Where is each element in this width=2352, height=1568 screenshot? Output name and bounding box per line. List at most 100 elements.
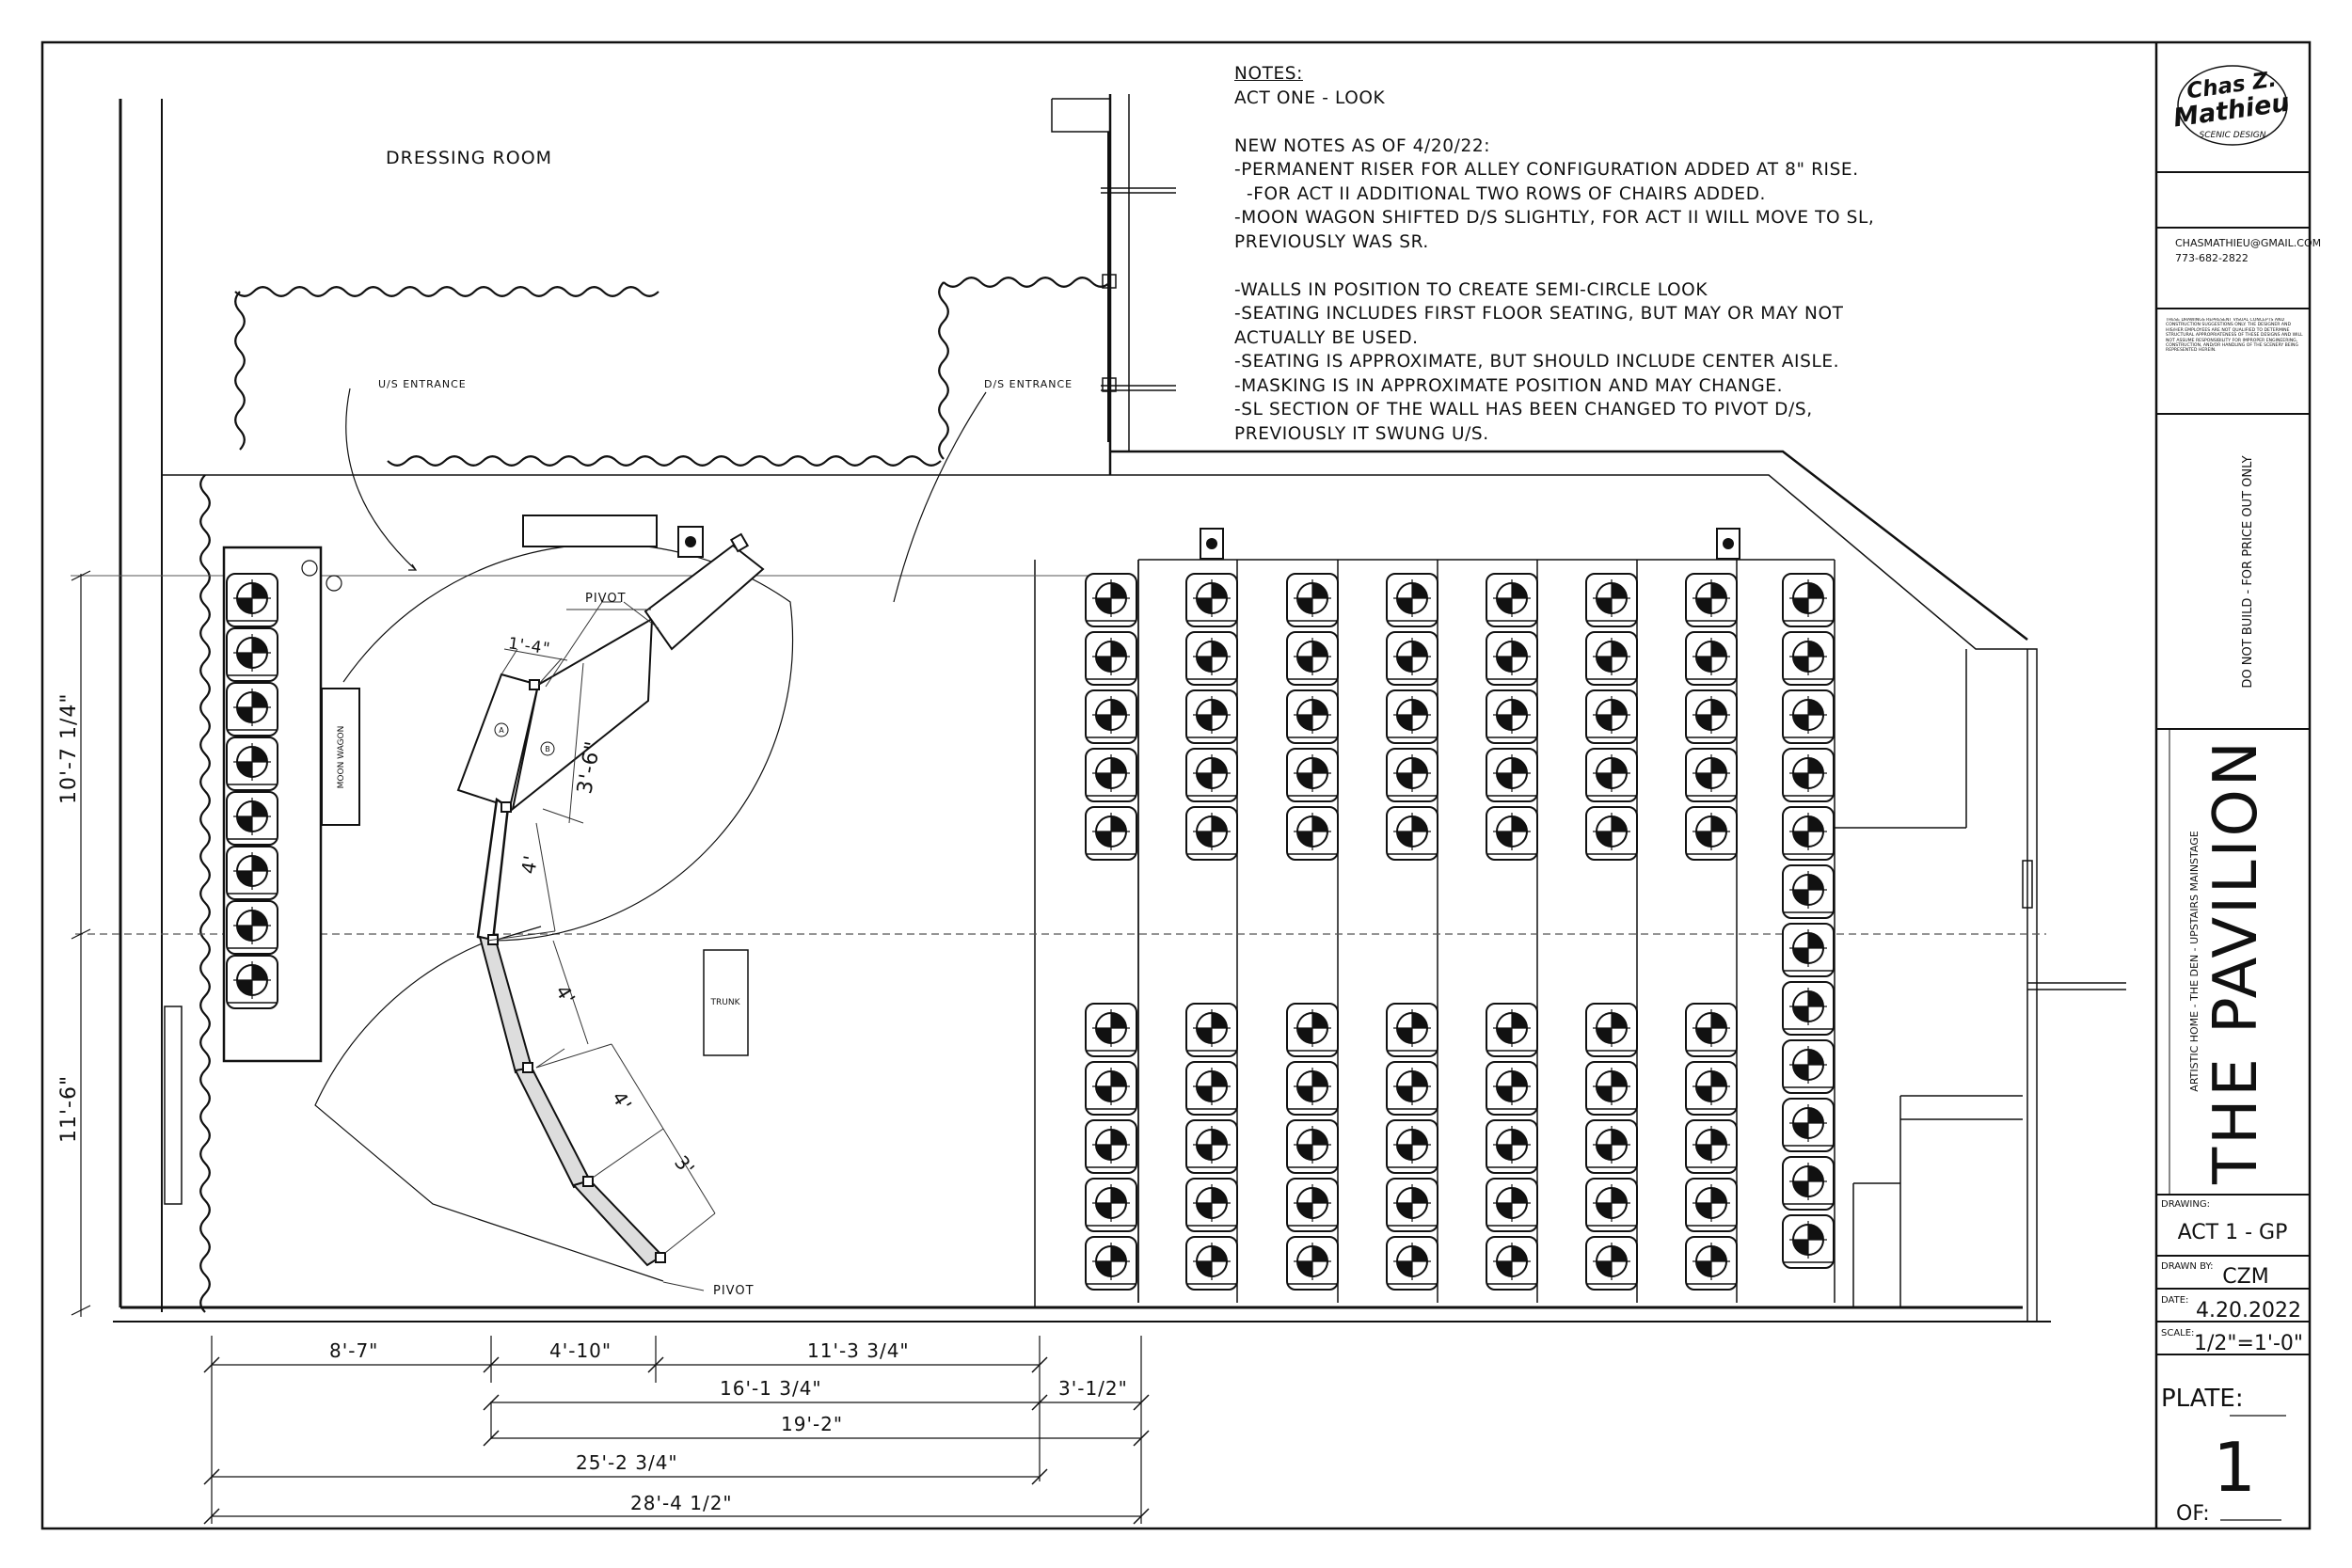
notes-line — [1234, 110, 1874, 135]
seat-upper-c7-r0 — [1782, 573, 1835, 627]
seat-upper-c3-r4 — [1386, 806, 1438, 861]
seat-lower-c1-r4 — [1185, 1236, 1238, 1291]
scale-value: 1/2"=1'-0" — [2194, 1332, 2303, 1355]
seat-lower-c0-r4 — [1085, 1236, 1137, 1291]
date-value: 4.20.2022 — [2196, 1299, 2301, 1323]
wall-swing-arcs — [314, 388, 987, 1282]
seat-left-2 — [226, 682, 278, 736]
masking-curtain-3 — [938, 281, 949, 460]
speaker-right — [1716, 528, 1740, 560]
dim-25-2: 25'-2 3/4" — [576, 1451, 678, 1474]
seat-upper-c7-r3 — [1782, 748, 1835, 802]
seat-lower-c3-r2 — [1386, 1119, 1438, 1174]
seat-upper-c0-r0 — [1085, 573, 1137, 627]
platform-upstage — [522, 515, 658, 547]
dim-19-2: 19'-2" — [781, 1413, 843, 1435]
moon-wagon-label: MOON WAGON — [337, 726, 346, 789]
seat-right-r9 — [1782, 1098, 1835, 1152]
plate-value: 1 — [2213, 1428, 2256, 1507]
notes-line: -SL SECTION OF THE WALL HAS BEEN CHANGED… — [1234, 400, 1813, 420]
seat-upper-c4-r3 — [1486, 748, 1538, 802]
seat-upper-c4-r4 — [1486, 806, 1538, 861]
notes-line: PREVIOUSLY IT SWUNG U/S. — [1234, 423, 1489, 444]
seat-lower-c1-r3 — [1185, 1178, 1238, 1232]
speaker-mid — [1200, 528, 1224, 560]
of-label: OF: — [2176, 1502, 2210, 1526]
dim-4b: 4' — [551, 981, 580, 1009]
notes-line: -MOON WAGON SHIFTED D/S SLIGHTLY, FOR AC… — [1234, 208, 1875, 228]
seat-lower-c5-r2 — [1585, 1119, 1638, 1174]
seat-upper-c7-r1 — [1782, 631, 1835, 686]
dim-left-upper: 10'-7 1/4" — [57, 693, 81, 805]
dim-4a: 4' — [516, 853, 542, 876]
seat-upper-c6-r2 — [1685, 689, 1738, 744]
bottom-dimensions — [203, 1336, 1150, 1525]
seat-right-r5 — [1782, 864, 1835, 919]
ds-entrance-label: D/S ENTRANCE — [984, 378, 1073, 390]
seat-upper-c0-r2 — [1085, 689, 1137, 744]
seat-right-r7 — [1782, 981, 1835, 1036]
pivot-bottom-label: PIVOT — [713, 1284, 755, 1298]
seat-upper-c4-r1 — [1486, 631, 1538, 686]
seat-upper-c5-r2 — [1585, 689, 1638, 744]
seat-right-r8 — [1782, 1039, 1835, 1094]
dressing-room-label: DRESSING ROOM — [386, 148, 552, 168]
seat-upper-c6-r3 — [1685, 748, 1738, 802]
bubble-b: B — [545, 745, 550, 753]
date-label: DATE: — [2161, 1295, 2188, 1306]
audience-seating — [226, 573, 1835, 1291]
do-not-build-label: DO NOT BUILD - FOR PRICE OUT ONLY — [2241, 455, 2255, 688]
notes-line: -MASKING IS IN APPROXIMATE POSITION AND … — [1234, 375, 1784, 396]
seat-lower-c2-r3 — [1286, 1178, 1339, 1232]
seat-lower-c4-r4 — [1486, 1236, 1538, 1291]
bubble-a: A — [499, 726, 504, 735]
seat-upper-c0-r3 — [1085, 748, 1137, 802]
wall-panels: A B — [456, 532, 765, 1267]
seat-upper-c2-r1 — [1286, 631, 1339, 686]
seat-lower-c2-r1 — [1286, 1061, 1339, 1116]
drawing-label: DRAWING: — [2161, 1199, 2210, 1210]
show-title: THE PAVILION — [2201, 738, 2271, 1185]
seat-upper-c0-r4 — [1085, 806, 1137, 861]
seat-upper-c3-r2 — [1386, 689, 1438, 744]
seat-upper-c1-r1 — [1185, 631, 1238, 686]
seat-lower-c6-r0 — [1685, 1003, 1738, 1057]
trunk: TRUNK — [703, 949, 749, 1056]
designer-phone: 773-682-2822 — [2175, 252, 2249, 264]
seat-lower-c2-r4 — [1286, 1236, 1339, 1291]
seat-lower-c1-r0 — [1185, 1003, 1238, 1057]
masking-curtains — [199, 277, 1111, 1313]
seat-right-r11 — [1782, 1214, 1835, 1269]
dim-28-4: 28'-4 1/2" — [630, 1492, 733, 1514]
notes-line: ACT ONE - LOOK — [1234, 87, 1386, 108]
riser-column-lines — [1137, 560, 1836, 1303]
seat-lower-c3-r3 — [1386, 1178, 1438, 1232]
seat-upper-c2-r0 — [1286, 573, 1339, 627]
seat-lower-c0-r3 — [1085, 1178, 1137, 1232]
seat-upper-c5-r1 — [1585, 631, 1638, 686]
speaker-left — [677, 526, 704, 558]
notes-line: -WALLS IN POSITION TO CREATE SEMI-CIRCLE… — [1234, 279, 1708, 300]
seat-lower-c3-r0 — [1386, 1003, 1438, 1057]
notes-line: -SEATING INCLUDES FIRST FLOOR SEATING, B… — [1234, 304, 1844, 324]
seat-upper-c3-r1 — [1386, 631, 1438, 686]
seat-left-7 — [226, 955, 278, 1009]
seat-upper-c6-r1 — [1685, 631, 1738, 686]
notes-block: NOTES: ACT ONE - LOOK NEW NOTES AS OF 4/… — [1234, 62, 1874, 446]
scale-label: SCALE: — [2161, 1328, 2194, 1338]
seat-lower-c3-r1 — [1386, 1061, 1438, 1116]
masking-curtain-4 — [943, 277, 1111, 288]
seat-upper-c2-r3 — [1286, 748, 1339, 802]
seat-lower-c1-r1 — [1185, 1061, 1238, 1116]
seat-upper-c4-r0 — [1486, 573, 1538, 627]
seat-lower-c2-r0 — [1286, 1003, 1339, 1057]
seat-left-1 — [226, 627, 278, 682]
dim-4-10: 4'-10" — [549, 1339, 612, 1362]
seat-left-4 — [226, 791, 278, 846]
seat-upper-c7-r2 — [1782, 689, 1835, 744]
notes-heading: NOTES: — [1234, 64, 1303, 84]
seat-lower-c5-r3 — [1585, 1178, 1638, 1232]
plate-label: PLATE: — [2161, 1385, 2244, 1413]
seat-right-r6 — [1782, 923, 1835, 977]
seat-upper-c1-r2 — [1185, 689, 1238, 744]
